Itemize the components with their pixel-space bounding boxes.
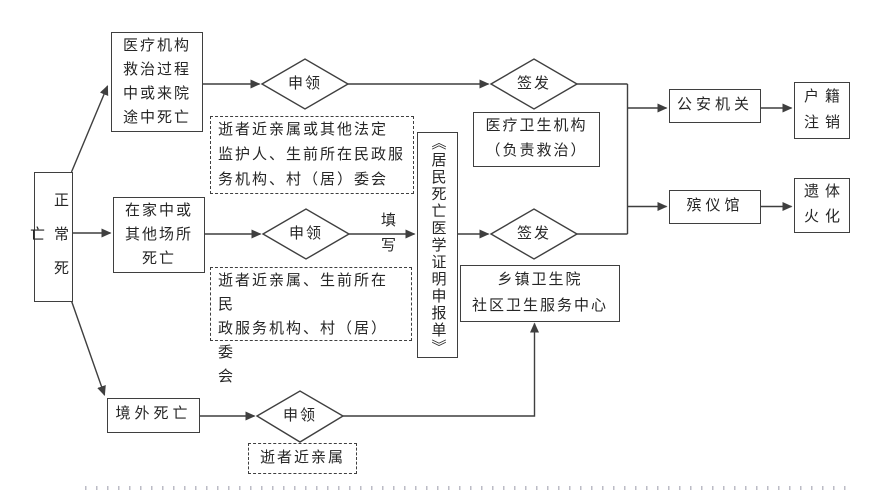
issue-diamond-1 (489, 58, 579, 110)
connector-root-to-medical (70, 85, 109, 173)
applicants-abroad-note: 逝者近亲属 (248, 443, 357, 474)
document-form-label: 《居民死亡医学证明申报单》 (429, 134, 446, 356)
apply-label-1: 申领 (287, 76, 322, 92)
issue-diamond-2 (489, 208, 579, 260)
document-form-box: 《居民死亡医学证明申报单》 (417, 132, 458, 358)
node-abroad-death: 境外死亡 (107, 398, 200, 433)
issue-label-2: 签发 (516, 226, 551, 242)
issue-label-1: 签发 (516, 76, 551, 92)
node-home-death: 在家中或 其他场所 死亡 (113, 197, 205, 273)
apply-label-2: 申领 (288, 226, 323, 242)
issuer-medical-box: 医疗卫生机构 （负责救治） (473, 112, 600, 167)
node-household-cancel: 户籍 注销 (794, 82, 850, 139)
cutoff-caption-remnant (85, 486, 855, 490)
apply-label-3: 申领 (282, 408, 317, 424)
node-funeral-home: 殡仪馆 (669, 190, 761, 224)
node-normal-death: 正常死亡 (28, 172, 73, 302)
connector-apply3-to-township (343, 322, 539, 417)
node-cremation: 遗体 火化 (794, 178, 850, 233)
connector-root-to-abroad (70, 300, 106, 396)
applicants-home-note: 逝者近亲属、生前所在民 政服务机构、村（居）委 会 (210, 267, 412, 385)
node-medical-death: 医疗机构 救治过程 中或来院 途中死亡 (111, 32, 203, 132)
apply-diamond-2 (261, 208, 351, 260)
node-police: 公安机关 (669, 89, 761, 123)
apply-diamond-3 (255, 390, 345, 443)
edge-label-fill: 填写 (379, 212, 395, 262)
apply-diamond-1 (260, 58, 350, 110)
applicants-medical-note: 逝者近亲属或其他法定 监护人、生前所在民政服 务机构、村（居）委会 (210, 116, 414, 194)
issuer-township-box: 乡镇卫生院 社区卫生服务中心 (460, 265, 620, 322)
